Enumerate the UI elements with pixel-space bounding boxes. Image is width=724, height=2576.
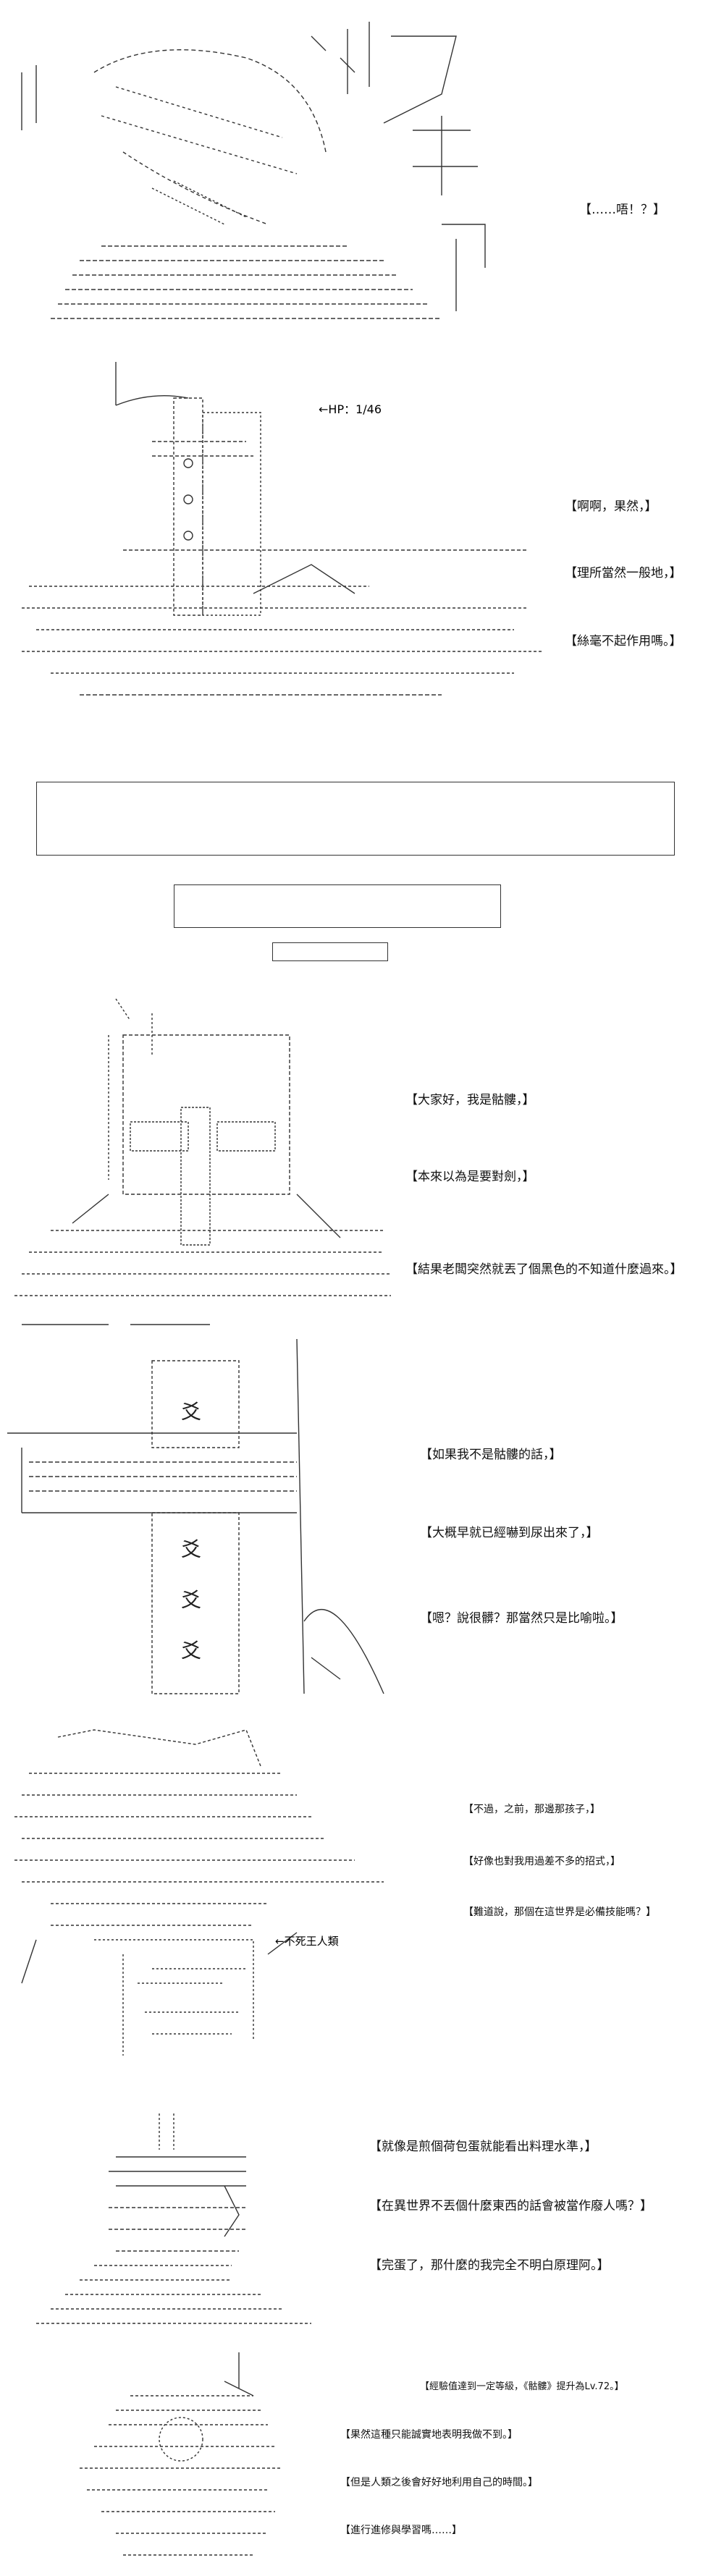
ascii-art-undead-king [14, 1729, 384, 2056]
dialog-line: 【好像也對我用過差不多的招式，】 [463, 1856, 620, 1867]
dialog-line: 【難道說，那個在這世界是必備技能嗎？】 [463, 1906, 656, 1918]
dialog-line: 【果然這種只能誠實地表明我做不到。】 [340, 2429, 518, 2441]
svg-text:爻: 爻 [181, 1639, 201, 1663]
ascii-art-skeleton-knight [22, 362, 543, 696]
dialog-line: 【大概早就已經嚇到尿出來了，】 [420, 1526, 599, 1540]
dialog-line: 【如果我不是骷髏的話，】 [420, 1448, 562, 1462]
dialog-line: 【啊啊，果然，】 [565, 499, 657, 514]
panel-6: ←不死王人類 【不過，之前，那邊那孩子，】 【好像也對我用過差不多的招式，】 【… [0, 1715, 724, 2106]
dialog-line: 【進行進修與學習嗎……】 [340, 2525, 462, 2536]
dialog-line: 【絲毫不起作用嗎。】 [565, 634, 682, 649]
svg-text:爻: 爻 [181, 1400, 201, 1424]
empty-frame-large [36, 782, 675, 856]
svg-text:爻: 爻 [181, 1537, 201, 1561]
panel-2: ←HP：1/46 【啊啊，果然，】 【理所當然一般地，】 【絲毫不起作用嗎。】 [0, 340, 724, 731]
svg-text:爻: 爻 [181, 1588, 201, 1612]
dialog-line: 【不過，之前，那邊那孩子，】 [463, 1804, 600, 1815]
hp-note: ←HP：1/46 [319, 402, 382, 416]
ascii-art-hand [36, 2113, 311, 2324]
panel-4: 【大家好，我是骷髏，】 【本來以為是要對劍，】 【結果老闆突然就丟了個黑色的不知… [0, 984, 724, 1310]
dialog-line: 【結果老闆突然就丟了個黑色的不知道什麼過來。】 [405, 1262, 683, 1277]
empty-frame-medium [174, 884, 501, 928]
panel-1: 【……唔！？】 [0, 0, 724, 340]
panel-7: 【就像是煎個荷包蛋就能看出料理水準，】 【在異世界不丟個什麼東西的話會被當作廢人… [0, 2106, 724, 2345]
dialog-line: 【在異世界不丟個什麼東西的話會被當作廢人嗎？】 [369, 2199, 652, 2213]
dialog-line: 【本來以為是要對劍，】 [405, 1170, 535, 1184]
dialog-line: 【完蛋了，那什麼的我完全不明白原理阿。】 [369, 2258, 610, 2273]
dialog-line: 【嗯？說很髒？那當然只是比喻啦。】 [420, 1611, 623, 1626]
ascii-art-skeleton-helmet [14, 998, 391, 1296]
ascii-art-closeup: 爻 爻 爻 爻 [7, 1324, 384, 1694]
panel-5: 爻 爻 爻 爻 【如果我不是骷髏的話，】 【大概早就已經嚇到尿出來了，】 【嗯？… [0, 1310, 724, 1715]
ascii-art-skeleton-pose [80, 2352, 282, 2556]
dialog-line: 【理所當然一般地，】 [565, 566, 682, 580]
dialog-line: 【大家好，我是骷髏，】 [405, 1093, 535, 1107]
panel-3 [0, 731, 724, 984]
dialog-line: 【就像是煎個荷包蛋就能看出料理水準，】 [369, 2140, 597, 2154]
ascii-art-shocked-character [21, 22, 486, 319]
dialog-line: 【……唔！？】 [579, 203, 665, 217]
empty-frame-small [272, 942, 388, 961]
levelup-line: 【經驗值達到一定等級，《骷髏》提升為Lv.72。】 [420, 2381, 624, 2392]
panel-8: 【經驗值達到一定等級，《骷髏》提升為Lv.72。】 【果然這種只能誠實地表明我做… [0, 2345, 724, 2576]
dialog-line: 【但是人類之後會好好地利用自己的時間。】 [340, 2477, 538, 2488]
undead-king-label: ←不死王人類 [275, 1935, 339, 1948]
